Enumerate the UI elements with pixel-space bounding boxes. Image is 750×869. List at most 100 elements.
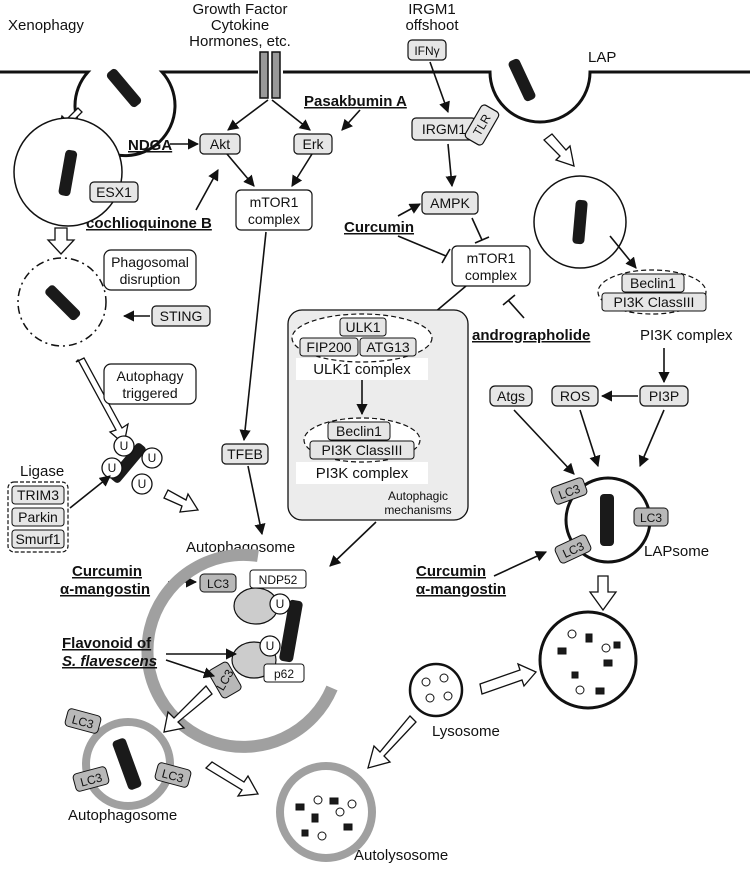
phagosomal-line2: disruption [120, 271, 181, 287]
cochlioquinone-label: cochlioquinone B [86, 215, 212, 232]
svg-text:U: U [138, 477, 147, 491]
svg-text:LC3: LC3 [70, 712, 95, 731]
parkin-text: Parkin [18, 509, 58, 525]
atg13-box [359, 337, 417, 357]
arrow-ligase [69, 475, 111, 509]
parkin-box [11, 507, 65, 527]
esx1-box [89, 181, 139, 203]
pi3k-class3-text-a: PI3K ClassIII [322, 442, 403, 458]
ndp52-box [249, 569, 307, 589]
sting-text: STING [160, 308, 203, 324]
autolysosome-debris [295, 795, 357, 841]
arrow-lap-pi3k [609, 235, 637, 269]
beclin1-text-b: Beclin1 [630, 275, 676, 291]
fip200-text: FIP200 [306, 339, 351, 355]
open-arrow-lysosome-down [367, 715, 417, 769]
lc3-box-a [199, 573, 237, 593]
pi3k-complex-label-b: PI3K complex [640, 327, 733, 344]
svg-text:LC3: LC3 [79, 770, 104, 789]
mtor1-complex-box-a [235, 189, 313, 231]
ubiquitin-group [101, 435, 163, 495]
lc3-lapsome: LC3 LC3 LC3 [550, 477, 669, 564]
akt-box [199, 133, 241, 155]
ulk1-complex-label: ULK1 complex [313, 361, 411, 378]
flavonoid-label-2: S. flavescens [62, 653, 157, 670]
arrow-flavonoid-b [165, 659, 216, 679]
irgm1-offshoot-label-2: offshoot [405, 17, 459, 34]
bacterium-icon [279, 599, 303, 663]
disrupted-phagosome [17, 257, 107, 347]
ligase-label: Ligase [20, 463, 64, 480]
degraded-lapsome [538, 610, 638, 710]
svg-text:LC3: LC3 [640, 511, 662, 525]
autolysosome-label: Autolysosome [354, 847, 448, 864]
ros-text: ROS [560, 388, 590, 404]
arrow-irgm1 [445, 143, 457, 188]
curcumin-label-top: Curcumin [344, 219, 414, 236]
ros-box [551, 385, 599, 407]
autolysosome-circle [276, 762, 376, 862]
bacterium-icon [572, 199, 588, 245]
flavonoid-label-1: Flavonoid of [62, 635, 152, 652]
pi3p-box [639, 385, 689, 407]
esx1-text: ESX1 [96, 184, 132, 200]
atg13-text: ATG13 [366, 339, 410, 355]
arrow-tfeb [247, 465, 266, 536]
arrow-panel-autophagosome [329, 521, 377, 567]
bacterium-icon [106, 68, 142, 108]
ndp52-text: NDP52 [259, 573, 298, 587]
lysosome-vesicles [421, 673, 453, 703]
lc3-text-a: LC3 [207, 577, 229, 591]
ubiquitin-text-a: U [276, 597, 285, 611]
erk-text: Erk [303, 136, 325, 152]
mtor1-a-line2: complex [248, 211, 300, 227]
arrow-curcumin-lc3-right [493, 551, 548, 577]
autophagosome-label-bottom: Autophagosome [68, 807, 177, 824]
arrow-ifng [429, 61, 450, 114]
autophagosome-label-top: Autophagosome [186, 539, 295, 556]
ifng-text: IFNγ [414, 44, 439, 58]
open-arrow-lap [543, 133, 575, 167]
ubiquitin-labels: UU UU [108, 439, 157, 491]
lap-label: LAP [588, 49, 616, 66]
tfeb-box [221, 443, 269, 465]
amangostin-label-left: α-mangostin [60, 581, 150, 598]
beclin1-text-a: Beclin1 [336, 423, 382, 439]
ubiquitin-b [259, 635, 281, 657]
lc3-autophagosome: LC3 LC3 LC3 [64, 708, 192, 792]
ampk-text: AMPK [430, 195, 470, 211]
pi3p-text: PI3P [649, 388, 679, 404]
sting-box [151, 305, 211, 327]
irgm1-text: IRGM1 [422, 121, 467, 137]
pi3k-class3-box-a [309, 440, 415, 460]
receptor-icon [259, 51, 281, 99]
smurf1-text: Smurf1 [15, 531, 60, 547]
arrows-lapsome [513, 409, 665, 475]
tlr-box [464, 104, 500, 146]
lapsome-label: LAPsome [644, 543, 709, 560]
akt-text: Akt [210, 136, 230, 152]
debris [557, 629, 621, 695]
mtor1-a-line1: mTOR1 [250, 194, 299, 210]
trim3-box [11, 485, 65, 505]
mtor1-complex-box-b [451, 245, 531, 287]
open-arrow-autophagosome [163, 685, 213, 733]
cytokine-label: Cytokine [211, 17, 269, 34]
xenophagy-label: Xenophagy [8, 17, 84, 34]
open-arrow-lapsome [588, 575, 618, 612]
plasma-membrane [0, 70, 750, 158]
ulk1-box [339, 317, 387, 337]
svg-text:LC3: LC3 [160, 766, 185, 785]
pi3k-class3-box-b [601, 292, 707, 312]
svg-text:U: U [108, 461, 117, 475]
autophagy-triggered-box [103, 363, 197, 405]
lysosome-label: Lysosome [432, 723, 500, 740]
p62-text: p62 [274, 667, 294, 681]
curcumin-label-right: Curcumin [416, 563, 486, 580]
beclin1-box-a [327, 421, 391, 441]
autophagic-mech-line2: mechanisms [384, 503, 451, 517]
smurf1-box [11, 529, 65, 549]
phagosomal-disruption-box [103, 249, 197, 291]
